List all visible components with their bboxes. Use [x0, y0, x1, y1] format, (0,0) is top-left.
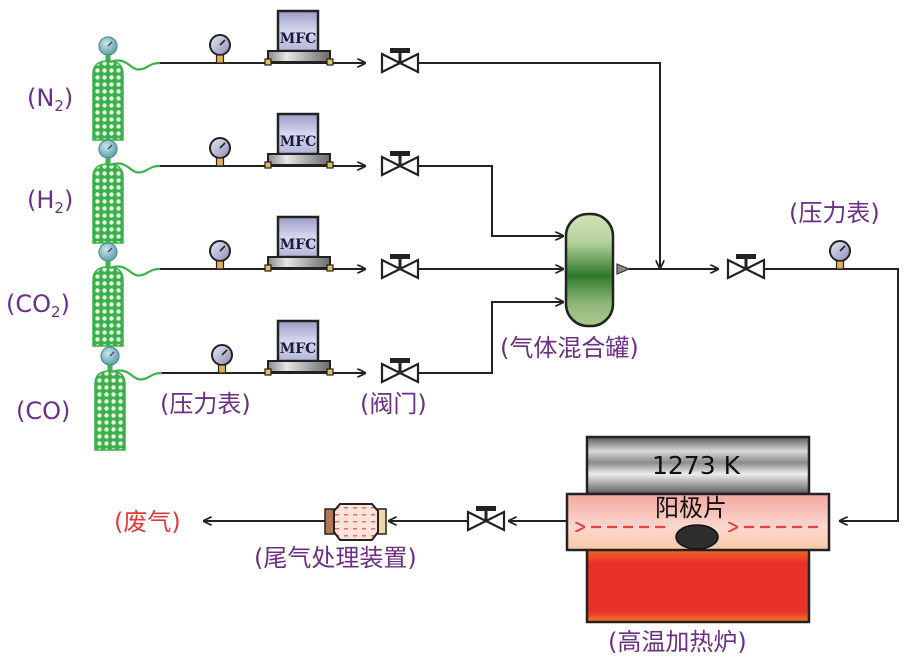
outlet-pressure-gauge-label: (压力表)	[789, 199, 880, 227]
mixer-tank-body	[564, 212, 615, 328]
gas-cylinder-icon	[92, 242, 124, 347]
gas-cylinder-icon	[92, 139, 124, 244]
mixer-label: (气体混合罐)	[500, 334, 639, 362]
hose	[111, 369, 163, 381]
hose	[109, 162, 161, 174]
hose	[109, 265, 161, 277]
furnace-top-heater	[585, 435, 811, 496]
furnace-label: (高温加热炉)	[608, 628, 747, 656]
mfc-label: MFC	[280, 134, 317, 150]
gas-label-co2: (CO2)	[6, 290, 70, 321]
valve-icon[interactable]	[380, 46, 420, 74]
valve-label: (阀门)	[360, 390, 427, 418]
pipe	[418, 302, 563, 374]
valve-icon[interactable]	[380, 356, 420, 384]
mfc-label: MFC	[280, 341, 317, 357]
mfc-label: MFC	[280, 237, 317, 253]
valve-icon[interactable]	[380, 252, 420, 280]
pressure-gauge-icon[interactable]	[209, 240, 231, 270]
gas-label-h2: (H2)	[27, 186, 74, 217]
outlet-valve-icon[interactable]	[726, 252, 766, 280]
exhaust-valve-icon[interactable]	[466, 504, 506, 532]
pressure-gauge-label: (压力表)	[160, 390, 251, 418]
pipe	[418, 62, 660, 268]
exhaust-treatment-label: (尾气处理装置)	[254, 544, 417, 572]
pressure-gauge-icon[interactable]	[211, 344, 233, 374]
mixer-outlet-icon	[616, 263, 631, 275]
high-temperature-furnace[interactable]	[565, 435, 831, 624]
mfc-label: MFC	[280, 31, 317, 47]
exhaust-gas-label: (废气)	[114, 508, 181, 536]
outlet-pressure-gauge-icon[interactable]	[829, 240, 851, 270]
pressure-gauge-icon[interactable]	[209, 137, 231, 167]
gas-cylinder-icon	[92, 36, 124, 141]
gas-mixer-tank[interactable]	[564, 212, 631, 328]
gas-line-co2	[92, 215, 563, 347]
pipe	[764, 268, 899, 521]
valve-icon[interactable]	[380, 149, 420, 177]
gas-label-co: (CO)	[16, 397, 71, 425]
gas-line-h2	[92, 112, 563, 244]
exhaust-treatment-device[interactable]	[324, 503, 387, 541]
gas-label-n2: (N2)	[27, 84, 74, 115]
furnace-bottom-heater	[585, 547, 811, 624]
gas-line-n2	[92, 9, 660, 268]
gas-cylinder-icon	[94, 346, 126, 451]
hose	[109, 59, 161, 71]
anode-sample-icon	[675, 524, 719, 550]
anode-label: 阳极片	[655, 494, 727, 522]
furnace-temperature: 1273 K	[652, 451, 740, 480]
gas-line-co	[94, 302, 563, 451]
pipe	[418, 165, 563, 236]
pressure-gauge-icon[interactable]	[209, 34, 231, 64]
